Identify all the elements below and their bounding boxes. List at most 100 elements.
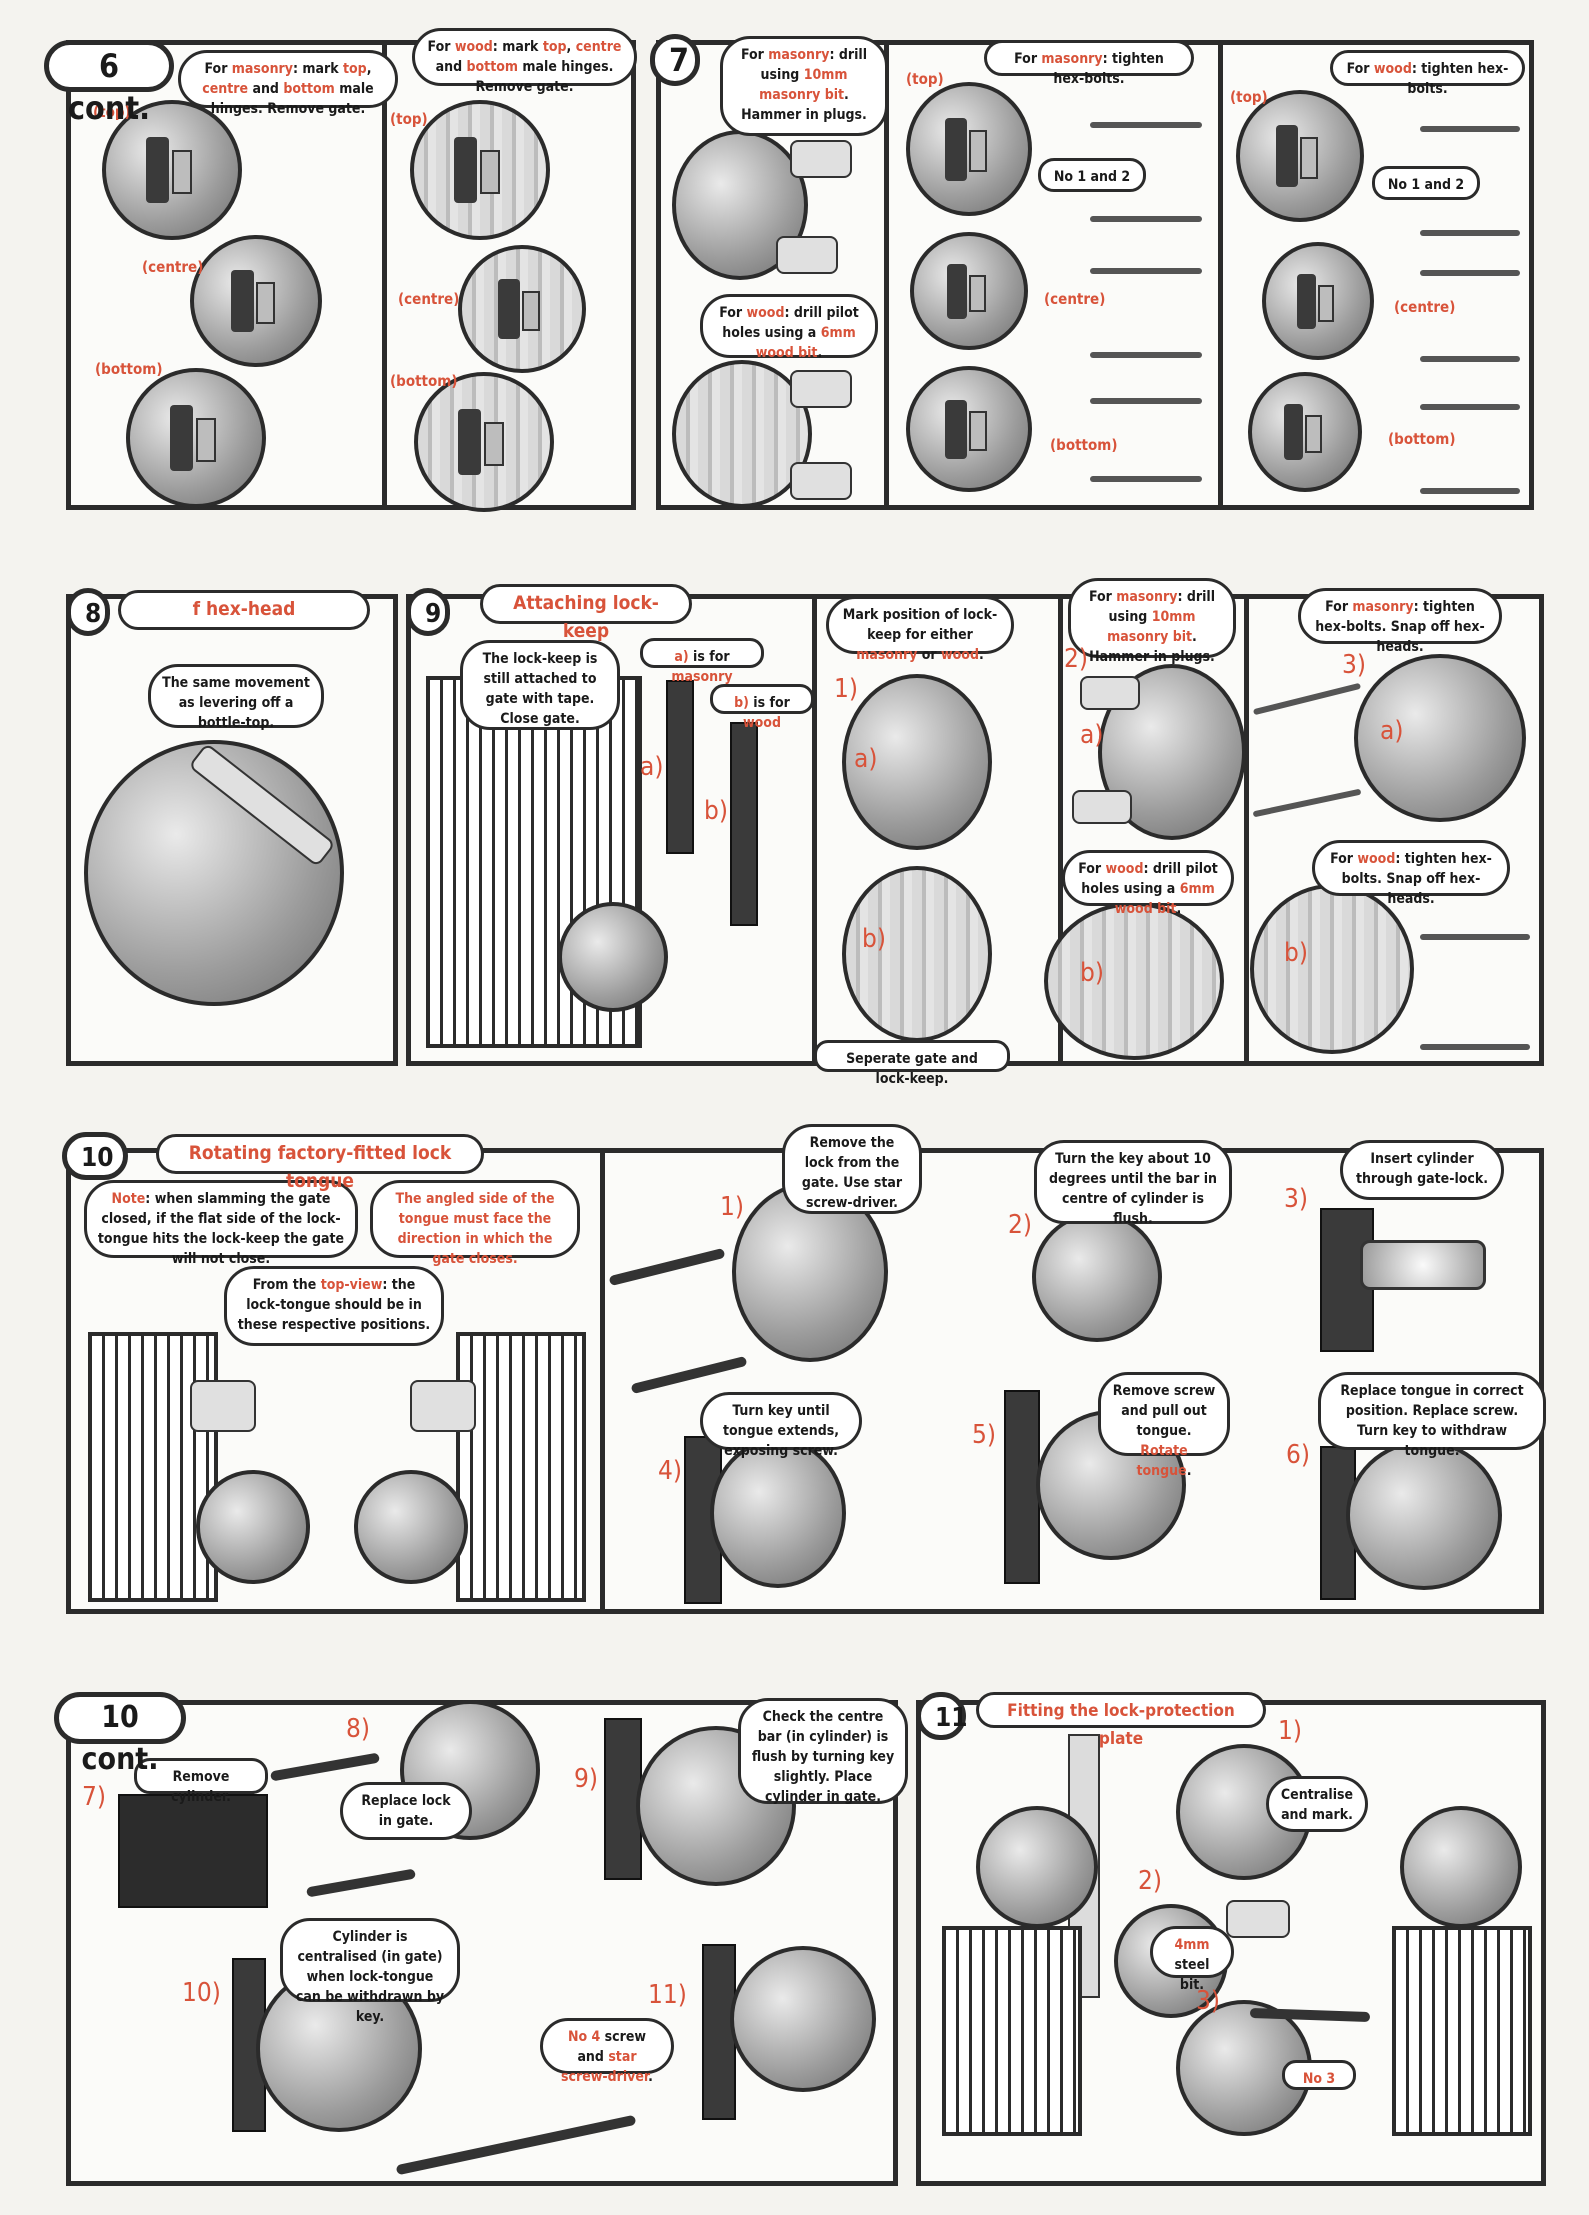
hinge-bolt-masonry-top — [906, 82, 1032, 216]
gate-illustration-left — [942, 1926, 1082, 2136]
step-number-2: 2) — [1064, 644, 1089, 674]
hex-bolt-icon — [1090, 352, 1202, 358]
no3-callout: No 3 — [1282, 2060, 1356, 2090]
hex-bolt-icon — [1420, 230, 1520, 236]
label-b: b) — [862, 924, 886, 954]
hinge-bolt-masonry-bottom — [906, 366, 1032, 492]
drill-icon — [776, 236, 838, 274]
drill-wood-bubble: For wood: drill pilot holes using a 6mm … — [700, 294, 878, 361]
label-a: a) — [854, 744, 878, 774]
hex-bolt-icon — [1420, 356, 1520, 362]
turn-key-tongue-bubble: Turn key until tongue extends, exposing … — [700, 1392, 862, 1459]
step-number-6: 6) — [1286, 1440, 1311, 1470]
tighten-masonry-bubble: For masonry: tighten hex-bolts. — [984, 40, 1194, 87]
a-is-for-masonry: a) is for masonry — [640, 638, 764, 685]
step-number-8: 8 — [66, 588, 110, 636]
divider — [812, 594, 817, 1066]
step-number-10-cont: 10 cont. — [54, 1692, 186, 1777]
step-number-8: 8) — [346, 1714, 371, 1744]
hex-bolt-icon — [1420, 488, 1520, 494]
step-number-11: 11) — [648, 1980, 687, 2010]
divider — [1244, 594, 1249, 1066]
hex-bolt-icon — [1090, 122, 1202, 128]
step-11-title: Fitting the lock-protection plate — [976, 1692, 1266, 1749]
wood-mark-bubble: For wood: mark top, centre and bottom ma… — [412, 28, 637, 95]
lock-closeup — [558, 902, 668, 1012]
step-number-3: 3) — [1196, 1986, 1221, 2016]
gate-illustration-right — [456, 1332, 586, 1602]
hinge-illustration-masonry-centre — [190, 235, 322, 367]
label-top: (top) — [1230, 88, 1268, 106]
label-centre: (centre) — [1044, 290, 1106, 308]
divider — [382, 40, 387, 510]
insert-cylinder-bubble: Insert cylinder through gate-lock. — [1340, 1140, 1504, 1200]
hinge-illustration-masonry-top — [102, 100, 242, 240]
divider — [884, 40, 889, 510]
turn-key-bubble: Turn the key about 10 degrees until the … — [1034, 1140, 1232, 1227]
b-is-for-wood: b) is for wood — [710, 684, 814, 731]
lock-keep-drill-wood-bubble: For wood: drill pilot holes using a 6mm … — [1062, 850, 1234, 917]
step-8-title: f hex-head — [118, 590, 370, 630]
hex-bolt-icon — [1090, 476, 1202, 482]
tongue-right-icon — [410, 1380, 476, 1432]
label-b: b) — [1080, 958, 1104, 988]
lock-keep-drill-wood-illustration — [1044, 902, 1224, 1060]
lock-keep-drill-masonry-bubble: For masonry: drill using 10mm masonry bi… — [1068, 578, 1236, 665]
lock-body — [1004, 1390, 1040, 1584]
divider — [600, 1148, 605, 1614]
hinge-illustration-masonry-bottom — [126, 368, 266, 508]
gate-illustration-left — [88, 1332, 218, 1602]
gate-lock-illustration-right — [1400, 1806, 1522, 1928]
masonry-mark-bubble: For masonry: mark top, centre and bottom… — [178, 50, 398, 117]
step-number-1: 1) — [720, 1192, 745, 1222]
remove-screw-bubble: Remove screw and pull out tongue. Rotate… — [1098, 1372, 1230, 1479]
hinge-illustration-wood-top — [410, 100, 550, 240]
drill-icon — [790, 140, 852, 178]
divider — [1218, 40, 1223, 510]
hinge-bolt-masonry-centre — [910, 232, 1028, 350]
no-1-and-2-callout: No 1 and 2 — [1372, 166, 1480, 200]
hinge-illustration-wood-bottom — [414, 372, 554, 512]
drill-icon — [790, 370, 852, 408]
step-number-9: 9 — [406, 588, 450, 636]
step-number-2: 2) — [1008, 1210, 1033, 1240]
remove-cylinder-bubble: Remove cylinder. — [134, 1758, 268, 1805]
step-number-1: 1) — [834, 674, 859, 704]
step-number-6: 6 cont. — [44, 40, 174, 127]
hex-bolt-icon — [1420, 404, 1520, 410]
step-number-7: 7) — [82, 1782, 107, 1812]
step-number-10: 10 — [62, 1132, 128, 1180]
lock-keep-tighten-wood-illustration — [1250, 884, 1414, 1054]
remove-lock-bubble: Remove the lock from the gate. Use star … — [782, 1124, 922, 1214]
hex-bolt-icon — [1420, 270, 1520, 276]
check-centre-bar-bubble: Check the centre bar (in cylinder) is fl… — [738, 1698, 908, 1805]
no4-screw-bubble: No 4 screw and star screw-driver. — [540, 2018, 674, 2085]
drill-icon — [1072, 790, 1132, 824]
centralise-bubble: Centralise and mark. — [1266, 1776, 1368, 1832]
cylinder-illustration — [1032, 1212, 1162, 1342]
no-1-and-2-callout: No 1 and 2 — [1038, 158, 1146, 192]
label-top: (top) — [390, 110, 428, 128]
label-a: a) — [640, 752, 664, 782]
mark-wood-illustration — [842, 866, 992, 1042]
fixed-lock-illustration — [730, 1946, 876, 2092]
mark-masonry-illustration — [842, 674, 992, 850]
top-view-bubble: From the top-view: the lock-tongue shoul… — [224, 1266, 444, 1346]
hex-bolt-icon — [1420, 1044, 1530, 1050]
replace-tongue-illustration — [1346, 1440, 1502, 1590]
step-number-7: 7 — [650, 34, 700, 86]
cylinder-centralised-bubble: Cylinder is centralised (in gate) when l… — [280, 1918, 460, 2025]
replace-tongue-bubble: Replace tongue in correct position. Repl… — [1318, 1372, 1546, 1459]
label-b: b) — [704, 796, 728, 826]
label-a: a) — [1380, 716, 1404, 746]
label-top: (top) — [93, 103, 131, 121]
label-centre: (centre) — [1394, 298, 1456, 316]
hex-bolt-icon — [1090, 216, 1202, 222]
hex-bolt-icon — [1090, 268, 1202, 274]
step-number-3: 3) — [1284, 1184, 1309, 1214]
hinge-bolt-wood-top — [1236, 90, 1364, 222]
lock-keep-tighten-masonry-bubble: For masonry: tighten hex-bolts. Snap off… — [1298, 588, 1502, 655]
drill-icon — [1080, 676, 1140, 710]
gate-lock-illustration-left — [976, 1806, 1098, 1928]
hinge-illustration-wood-centre — [458, 245, 586, 373]
